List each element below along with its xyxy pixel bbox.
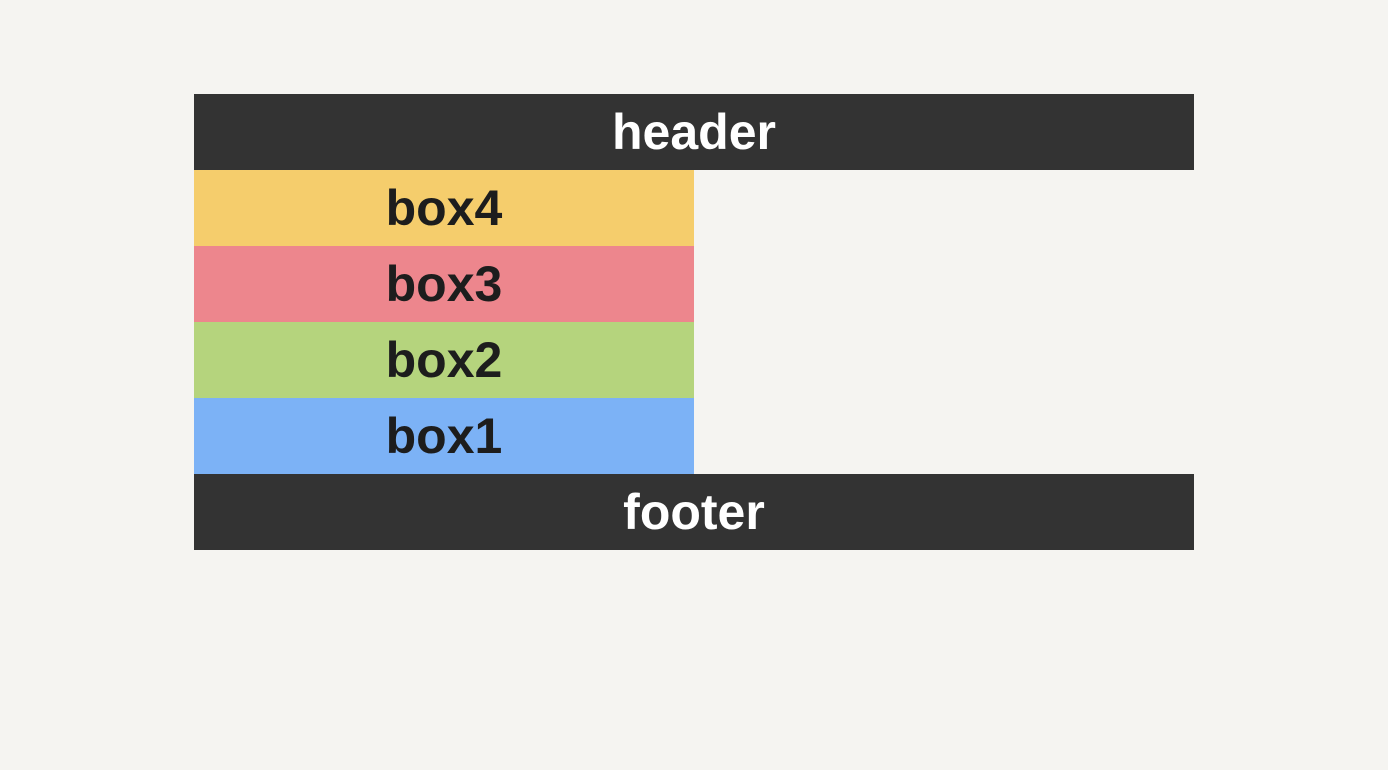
header-bar: header <box>194 94 1194 170</box>
page-background: { "page": { "background": "#f5f4f1" }, "… <box>0 94 1388 770</box>
box1: box1 <box>194 398 694 474</box>
footer-bar: footer <box>194 474 1194 550</box>
box4: box4 <box>194 170 694 246</box>
layout-demo-container: header box4 box3 box2 box1 footer <box>194 94 1194 550</box>
box-stack: box4 box3 box2 box1 <box>194 170 1194 474</box>
box2: box2 <box>194 322 694 398</box>
box3: box3 <box>194 246 694 322</box>
